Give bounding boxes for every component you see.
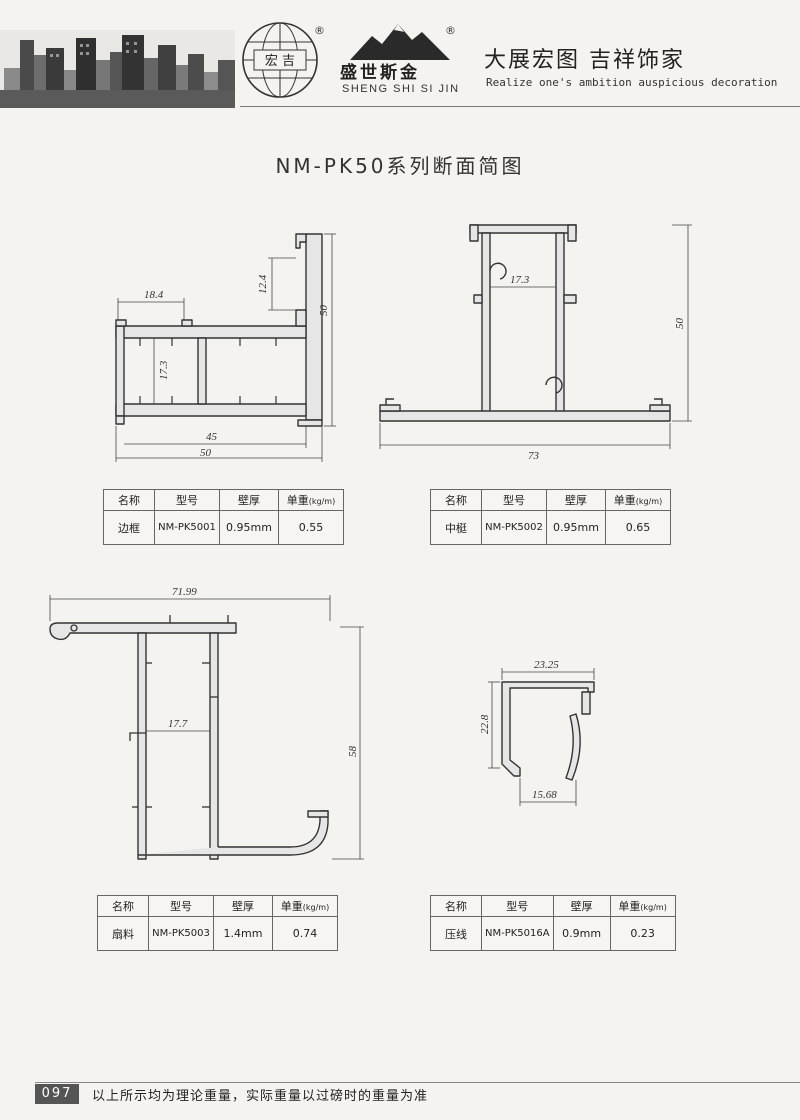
registered-mark-2: ® bbox=[445, 24, 456, 37]
dimension-label: 58 bbox=[347, 746, 359, 758]
registered-mark: ® bbox=[314, 24, 325, 37]
col-weight-unit: (kg/m) bbox=[635, 497, 663, 506]
page-title: NM-PK50系列断面简图 bbox=[275, 154, 525, 178]
col-weight-label: 单重 bbox=[618, 900, 641, 913]
cell-model: NM-PK5016A bbox=[481, 916, 554, 951]
col-weight: 单重(kg/m) bbox=[609, 895, 676, 917]
col-weight-label: 单重 bbox=[613, 494, 636, 507]
slogan-cn: 大展宏图 吉祥饰家 bbox=[484, 48, 685, 73]
dimension-label: 12.4 bbox=[257, 274, 269, 294]
header-divider bbox=[240, 106, 800, 107]
city-skyline-image bbox=[0, 30, 235, 108]
col-thickness: 壁厚 bbox=[219, 489, 279, 511]
cell-thickness: 0.95mm bbox=[219, 510, 279, 545]
dimension-label: 50 bbox=[674, 318, 686, 330]
col-weight-unit: (kg/m) bbox=[308, 497, 336, 506]
profile-drawing-bead: 23.25 22.8 15.68 bbox=[480, 659, 595, 806]
mountain-logo-icon bbox=[350, 24, 450, 60]
col-weight: 单重(kg/m) bbox=[272, 895, 338, 917]
cell-name: 扇料 bbox=[97, 916, 149, 951]
col-model: 型号 bbox=[481, 489, 547, 511]
cell-thickness: 0.9mm bbox=[552, 916, 611, 951]
table-row: 扇料 NM-PK5003 1.4mm 0.74 bbox=[97, 916, 338, 951]
col-name: 名称 bbox=[430, 895, 482, 917]
col-weight: 单重(kg/m) bbox=[605, 489, 671, 511]
dimension-label: 71.99 bbox=[172, 586, 197, 598]
profile-drawing-mullion: 17.3 50 73 bbox=[379, 224, 692, 462]
dimension-label: 50 bbox=[200, 447, 212, 459]
table-row: 边框 NM-PK5001 0.95mm 0.55 bbox=[103, 510, 344, 545]
col-name: 名称 bbox=[103, 489, 155, 511]
dimension-label: 22.8 bbox=[480, 714, 491, 734]
cell-name: 边框 bbox=[103, 510, 155, 545]
col-name: 名称 bbox=[97, 895, 149, 917]
dimension-label: 17.7 bbox=[168, 718, 188, 730]
table-header-row: 名称 型号 壁厚 单重(kg/m) bbox=[103, 489, 344, 511]
table-header-row: 名称 型号 壁厚 单重(kg/m) bbox=[430, 489, 671, 511]
globe-logo-text: 宏 吉 bbox=[265, 54, 295, 69]
col-thickness: 壁厚 bbox=[546, 489, 606, 511]
col-thickness: 壁厚 bbox=[552, 895, 611, 917]
col-model: 型号 bbox=[481, 895, 554, 917]
globe-logo-icon: 宏 吉 bbox=[242, 22, 318, 98]
footer-note: 以上所示均为理论重量，实际重量以过磅时的重量为准 bbox=[92, 1089, 429, 1104]
col-name: 名称 bbox=[430, 489, 482, 511]
cell-model: NM-PK5003 bbox=[148, 916, 214, 951]
cell-weight: 0.23 bbox=[609, 916, 676, 951]
col-weight-label: 单重 bbox=[286, 494, 309, 507]
dimension-label: 17.3 bbox=[510, 274, 530, 286]
cell-weight: 0.65 bbox=[605, 510, 671, 545]
brand-name-cn: 盛世斯金 bbox=[340, 63, 420, 83]
col-thickness: 壁厚 bbox=[213, 895, 273, 917]
cell-weight: 0.74 bbox=[272, 916, 338, 951]
dimension-label: 45 bbox=[206, 431, 218, 443]
col-weight-label: 单重 bbox=[280, 900, 303, 913]
col-model: 型号 bbox=[154, 489, 220, 511]
col-weight-unit: (kg/m) bbox=[302, 903, 330, 912]
col-model: 型号 bbox=[148, 895, 214, 917]
table-row: 压线 NM-PK5016A 0.9mm 0.23 bbox=[430, 916, 676, 951]
slogan-en: Realize one's ambition auspicious decora… bbox=[486, 76, 778, 89]
col-weight-unit: (kg/m) bbox=[640, 903, 667, 912]
table-row: 中梃 NM-PK5002 0.95mm 0.65 bbox=[430, 510, 671, 545]
profile-drawing-sash: 71.99 17.7 58 bbox=[49, 586, 364, 860]
cell-model: NM-PK5002 bbox=[481, 510, 547, 545]
table-header-row: 名称 型号 壁厚 单重(kg/m) bbox=[430, 895, 676, 917]
cell-name: 压线 bbox=[430, 916, 482, 951]
dimension-label: 73 bbox=[528, 450, 540, 462]
spec-table-mullion: 名称 型号 壁厚 单重(kg/m) 中梃 NM-PK5002 0.95mm 0.… bbox=[430, 489, 671, 545]
footer-divider bbox=[35, 1082, 800, 1083]
cell-name: 中梃 bbox=[430, 510, 482, 545]
spec-table-sash: 名称 型号 壁厚 单重(kg/m) 扇料 NM-PK5003 1.4mm 0.7… bbox=[97, 895, 338, 951]
brand-name-pinyin: SHENG SHI SI JIN bbox=[342, 83, 460, 95]
page-header: 宏 吉 ® ® 盛世斯金 SHENG SHI SI JIN 大展宏图 吉祥饰家 … bbox=[0, 0, 800, 115]
dimension-label: 15.68 bbox=[532, 789, 557, 801]
dimension-label: 17.3 bbox=[158, 360, 170, 380]
cell-thickness: 0.95mm bbox=[546, 510, 606, 545]
cell-thickness: 1.4mm bbox=[213, 916, 273, 951]
cell-model: NM-PK5001 bbox=[154, 510, 220, 545]
spec-table-frame: 名称 型号 壁厚 单重(kg/m) 边框 NM-PK5001 0.95mm 0.… bbox=[103, 489, 344, 545]
dimension-label: 50 bbox=[318, 305, 330, 317]
spec-table-bead: 名称 型号 壁厚 单重(kg/m) 压线 NM-PK5016A 0.9mm 0.… bbox=[430, 895, 676, 951]
table-header-row: 名称 型号 壁厚 单重(kg/m) bbox=[97, 895, 338, 917]
page-number: 097 bbox=[35, 1084, 79, 1104]
cell-weight: 0.55 bbox=[278, 510, 344, 545]
dimension-label: 18.4 bbox=[144, 289, 164, 301]
profile-drawing-frame: 18.4 12.4 50 17.3 45 50 bbox=[115, 233, 336, 462]
col-weight: 单重(kg/m) bbox=[278, 489, 344, 511]
dimension-label: 23.25 bbox=[534, 659, 559, 671]
